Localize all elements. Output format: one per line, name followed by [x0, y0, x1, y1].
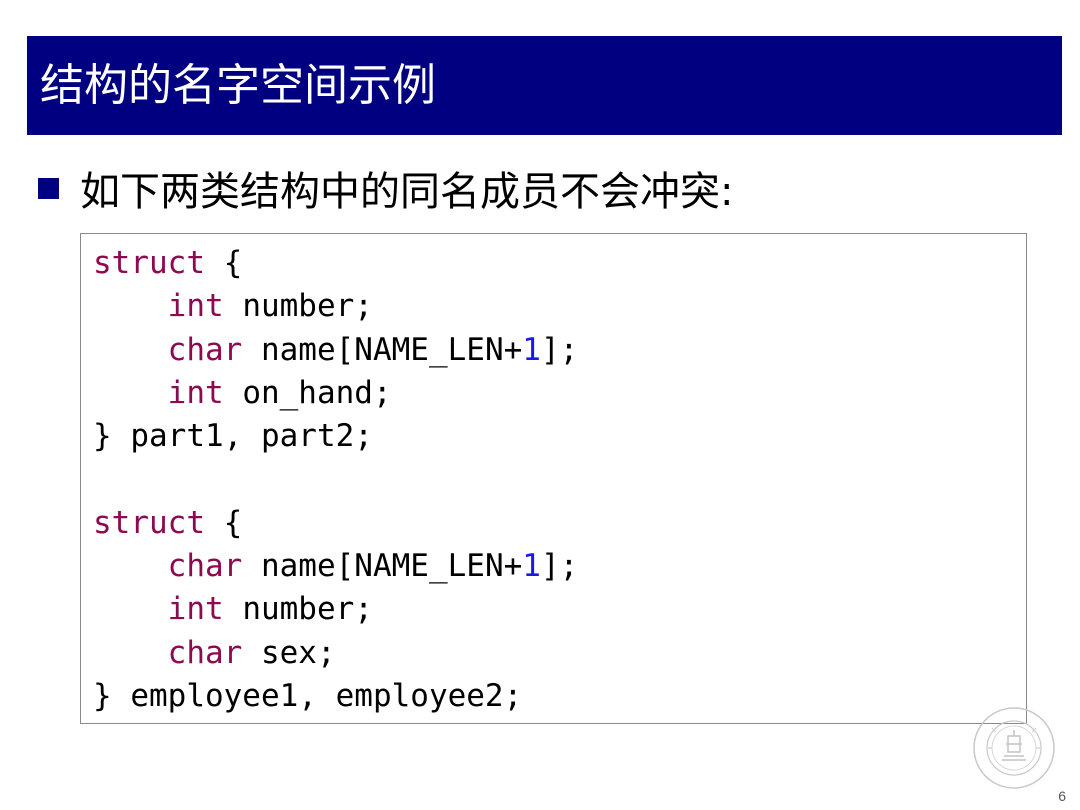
code-keyword: char: [167, 548, 243, 585]
code-text: name[NAME_LEN+: [242, 548, 523, 585]
code-text: [93, 548, 168, 584]
bullet-point: 如下两类结构中的同名成员不会冲突:: [38, 158, 733, 218]
code-number-literal: 1: [522, 548, 541, 585]
code-keyword: int: [167, 591, 224, 628]
code-line: } part1, part2;: [93, 415, 1026, 458]
code-line: int on_hand;: [93, 372, 1026, 415]
code-block: struct { int number; char name[NAME_LEN+…: [80, 233, 1027, 724]
code-number-literal: 1: [522, 331, 541, 368]
title-bar: 结构的名字空间示例: [27, 36, 1062, 135]
code-line: struct {: [93, 242, 1026, 285]
code-text: on_hand;: [223, 374, 392, 411]
code-line: struct {: [93, 502, 1026, 545]
code-keyword: struct: [93, 504, 205, 541]
code-text: ];: [540, 331, 579, 368]
code-text: [93, 288, 168, 324]
code-line: [93, 458, 1026, 501]
code-line: int number;: [93, 285, 1026, 328]
code-text: } employee1, employee2;: [93, 677, 523, 714]
code-text: sex;: [242, 634, 336, 671]
code-line: char sex;: [93, 632, 1026, 675]
university-emblem-icon: [973, 707, 1055, 789]
code-text: [93, 375, 168, 411]
slide-title: 结构的名字空间示例: [40, 59, 436, 111]
code-text: [93, 332, 168, 368]
code-keyword: char: [167, 634, 243, 671]
code-keyword: struct: [93, 245, 205, 281]
code-text: } part1, part2;: [93, 418, 373, 455]
code-text: [93, 635, 168, 671]
code-text: [93, 591, 168, 627]
bullet-text: 如下两类结构中的同名成员不会冲突:: [80, 169, 734, 215]
code-text: number;: [223, 288, 373, 325]
code-line: char name[NAME_LEN+1];: [93, 329, 1026, 372]
code-text: ];: [540, 548, 579, 585]
code-text: number;: [223, 591, 373, 628]
square-bullet-icon: [38, 177, 59, 199]
code-text: {: [204, 504, 243, 541]
code-text: name[NAME_LEN+: [242, 331, 523, 368]
code-line: int number;: [93, 588, 1026, 631]
code-keyword: char: [167, 331, 243, 368]
code-keyword: int: [167, 288, 224, 325]
code-text: {: [204, 245, 243, 281]
code-line: char name[NAME_LEN+1];: [93, 545, 1026, 588]
code-keyword: int: [167, 374, 224, 411]
code-line: } employee1, employee2;: [93, 675, 1026, 718]
page-number: 6: [1058, 788, 1066, 804]
